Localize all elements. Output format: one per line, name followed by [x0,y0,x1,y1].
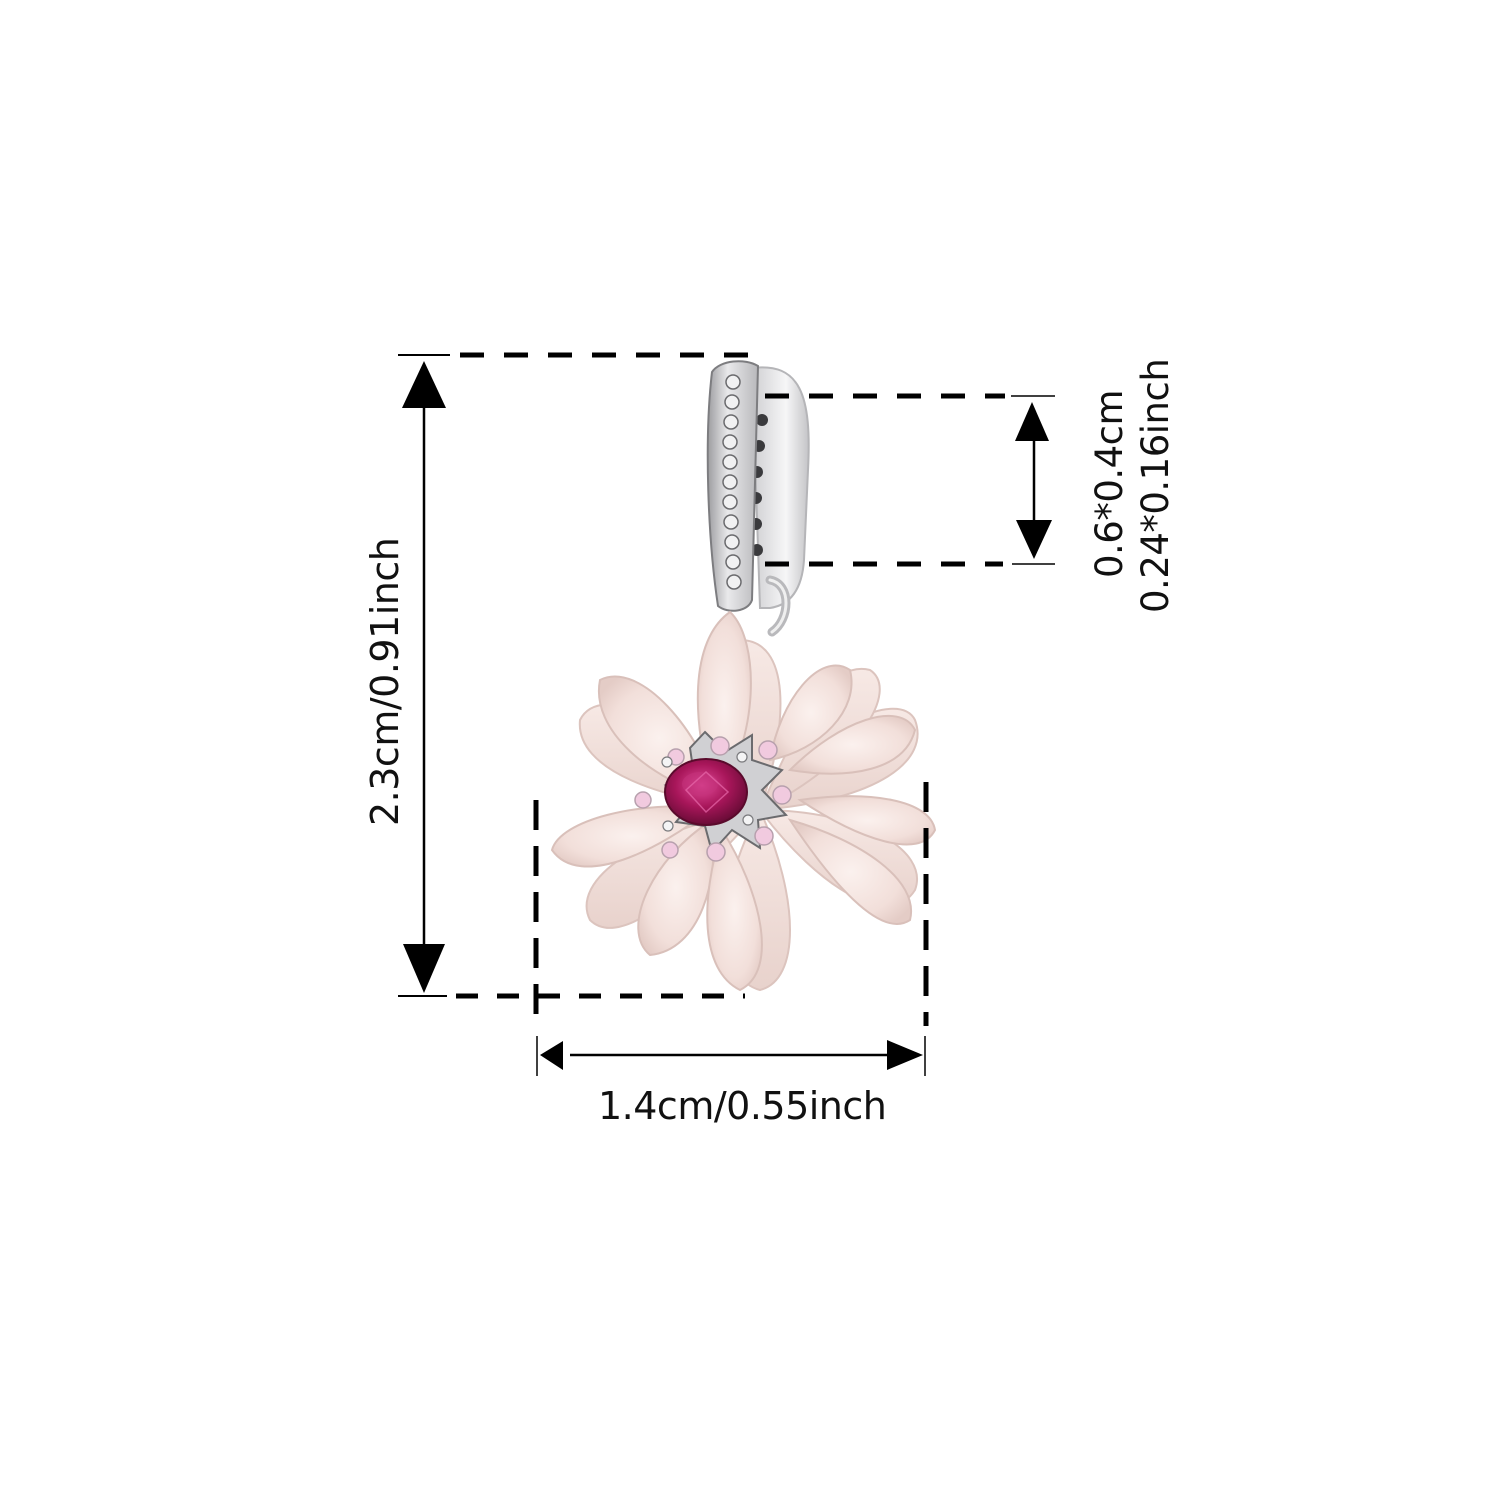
arrow-right-icon [887,1040,923,1070]
height-dimension-label: 2.3cm/0.91inch [363,537,407,826]
width-dimension-label: 1.4cm/0.55inch [598,1084,887,1128]
bail-icon [706,360,810,637]
bail-dimension-label-cm: 0.6*0.4cm [1088,389,1131,578]
bail-dimension-label-inch: 0.24*0.16inch [1134,358,1177,613]
arrow-down-icon [1016,520,1052,559]
arrow-up-icon [1015,402,1049,441]
arrow-left-icon [540,1041,563,1070]
arrowheads [402,361,1052,1070]
flower-charm-icon [550,610,937,992]
dimension-lines [398,352,1055,1076]
arrow-down-icon [403,944,445,993]
arrow-up-icon [402,361,446,408]
